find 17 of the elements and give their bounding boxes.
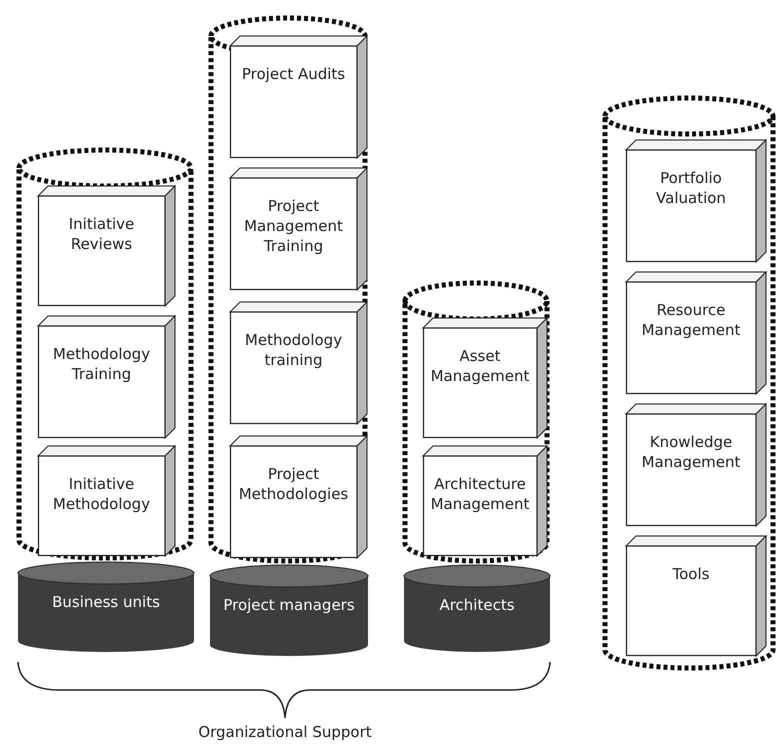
box-label: Tools xyxy=(672,564,710,584)
box-label: Project Management Training xyxy=(243,196,344,256)
box-label: Architecture Management xyxy=(430,474,530,514)
box-label: Methodology Training xyxy=(52,344,152,384)
box-label: Project Methodologies xyxy=(238,464,350,504)
bracket-label: Organizational Support xyxy=(197,722,373,742)
box-label: Resource Management xyxy=(640,300,742,340)
box-label: Initiative Methodology xyxy=(52,474,152,514)
box-label: Methodology training xyxy=(244,330,344,370)
box-label: Project Audits xyxy=(240,64,346,84)
cylinder-label: Business units xyxy=(51,592,161,612)
box-label: Portfolio Valuation xyxy=(655,168,727,208)
box-label: Knowledge Management xyxy=(640,432,742,472)
cylinder-label: Project managers xyxy=(222,595,356,615)
cylinder-label: Architects xyxy=(438,595,516,615)
box-label: Asset Management xyxy=(430,346,530,386)
box-label: Initiative Reviews xyxy=(68,214,136,254)
